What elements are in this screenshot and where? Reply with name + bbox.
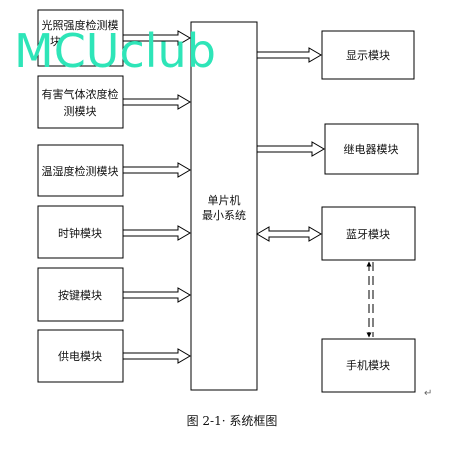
arrow-mcu-to-display (256, 47, 322, 63)
input-arrows (122, 30, 191, 364)
arrow-mcu-to-relay (256, 141, 325, 157)
mcu-label-1: 单片机 (208, 193, 241, 207)
arrow-gas-to-mcu (122, 94, 191, 110)
output-arrows (256, 47, 325, 242)
module-box-light: 光照强度检测模 块 (37, 9, 124, 67)
arrow-keys-to-mcu (122, 287, 191, 303)
mcu-label-2: 最小系统 (202, 209, 246, 222)
bluetooth-module-label: 蓝牙模块 (346, 228, 390, 241)
module-box-relay: 继电器模块 (324, 123, 419, 175)
wireless-link (366, 261, 374, 338)
relay-module-label: 继电器模块 (344, 143, 399, 156)
phone-module-label: 手机模块 (346, 358, 390, 372)
module-box-clock: 时钟模块 (37, 205, 124, 259)
light-module-label-1: 光照强度检测模 (42, 18, 119, 32)
light-module-label-2: 块 (50, 35, 61, 48)
module-box-phone: 手机模块 (321, 338, 416, 393)
power-module-label: 供电模块 (58, 349, 102, 363)
module-box-bluetooth: 蓝牙模块 (321, 206, 416, 261)
gas-module-label-2: 测模块 (64, 105, 97, 118)
mcu-box: 单片机 最小系统 (190, 21, 258, 391)
arrow-light-to-mcu (122, 30, 191, 46)
figure-caption: 图 2-1· 系统框图 (186, 414, 278, 428)
module-box-display: 显示模块 (321, 30, 415, 80)
keys-module-label: 按键模块 (58, 288, 102, 302)
arrow-mcu-bluetooth-bidirectional (256, 226, 322, 242)
temp-module-label: 温湿度检测模块 (42, 164, 119, 178)
module-box-temp: 温湿度检测模块 (37, 144, 124, 197)
module-box-gas: 有害气体浓度检 测模块 (37, 75, 124, 129)
gas-module-label-1: 有害气体浓度检 (42, 87, 119, 101)
arrow-temp-to-mcu (122, 162, 191, 178)
module-box-keys: 按键模块 (37, 267, 124, 322)
clock-module-label: 时钟模块 (58, 226, 102, 240)
arrow-clock-to-mcu (122, 225, 191, 241)
paragraph-mark: ↵ (424, 388, 433, 399)
arrow-power-to-mcu (122, 348, 191, 364)
display-module-label: 显示模块 (346, 49, 390, 62)
module-box-power: 供电模块 (37, 329, 124, 383)
